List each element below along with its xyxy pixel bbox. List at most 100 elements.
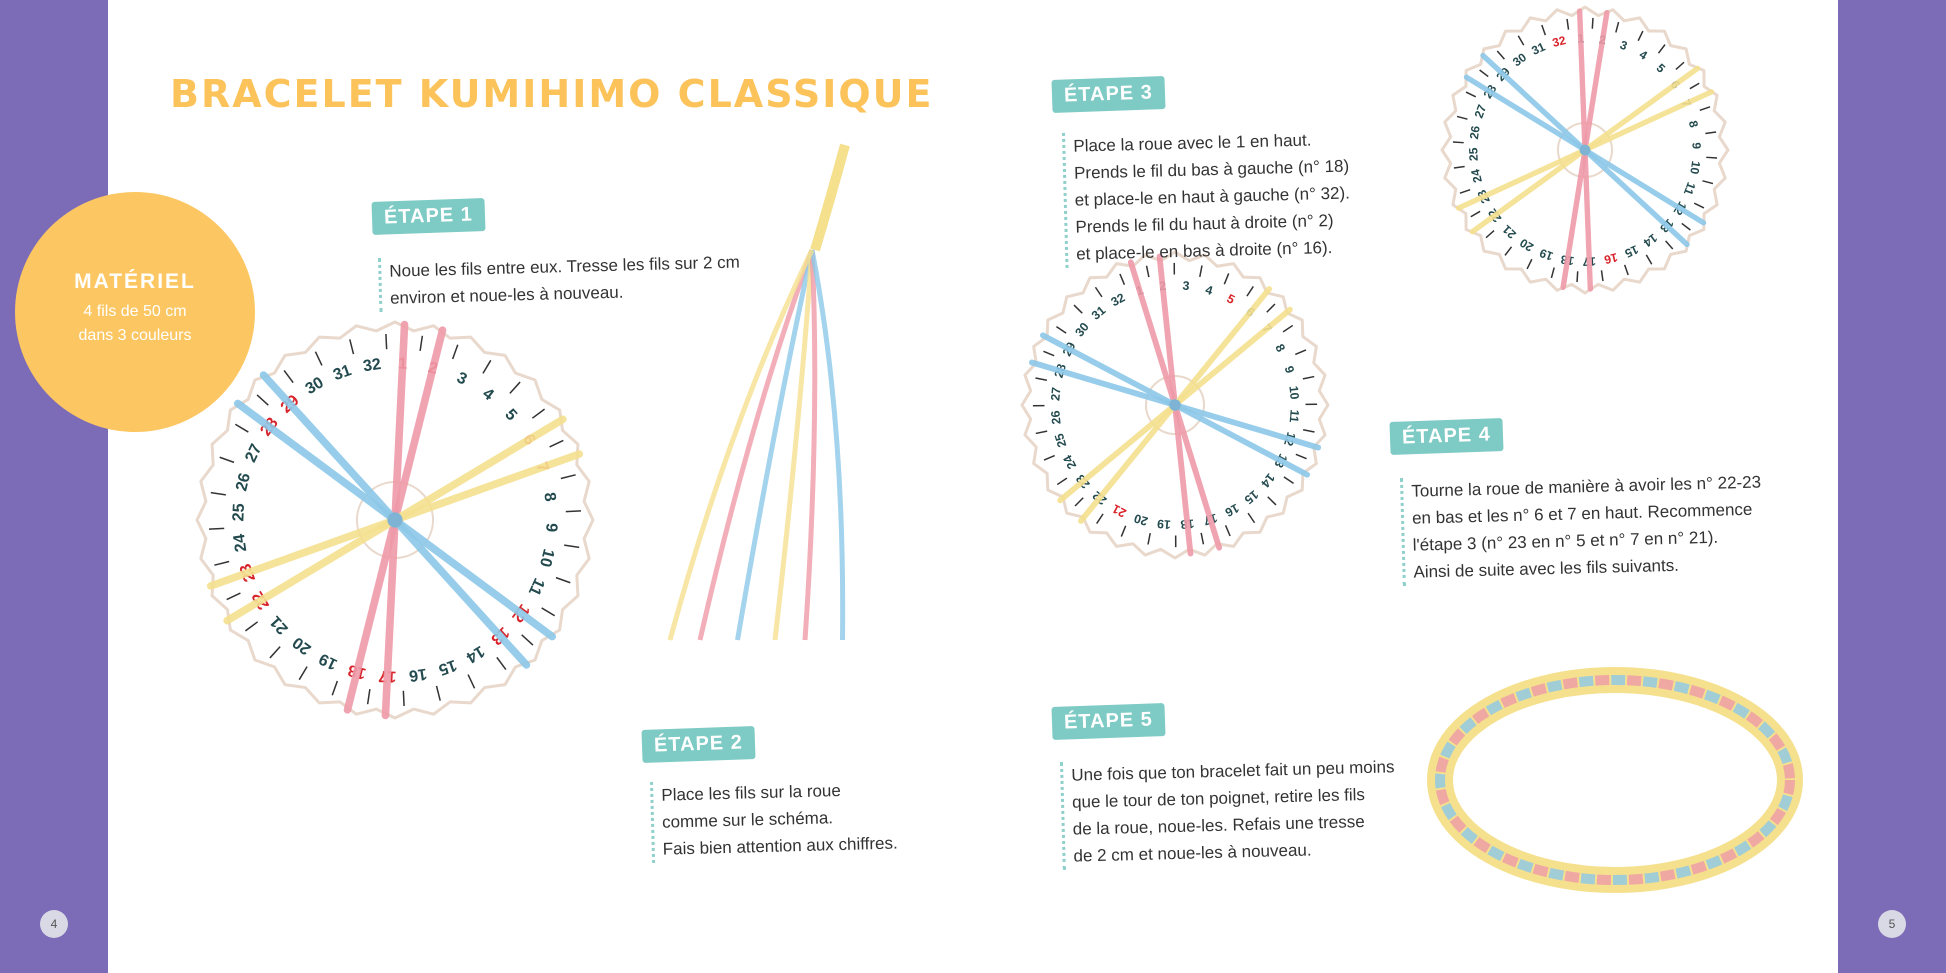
- wheel-tick: [541, 607, 556, 617]
- wheel-tick: [402, 690, 405, 707]
- wheel-tick: [1665, 240, 1674, 250]
- wheel-tick: [1465, 91, 1477, 98]
- wheel-tick: [1302, 375, 1315, 380]
- step-4-text: Tourne la roue de manière à avoir les n°…: [1400, 468, 1764, 586]
- wheel-tick: [244, 621, 259, 632]
- wheel-tick: [1266, 303, 1276, 313]
- wheel-number: 25: [1466, 147, 1481, 161]
- wheel-tick: [1615, 21, 1620, 33]
- wheel-tick: [1295, 349, 1307, 356]
- wheel-tick: [1147, 532, 1151, 545]
- wheel-tick: [1591, 17, 1594, 29]
- wheel-tick: [482, 359, 492, 374]
- wheel-tick: [1706, 156, 1718, 159]
- wheel-number: 26: [1467, 124, 1483, 140]
- wheel-tick: [451, 344, 459, 360]
- wheel-tick: [283, 369, 294, 384]
- wheel-tick: [1199, 265, 1203, 278]
- wheel-number: 19: [1156, 517, 1171, 532]
- wheel-tick: [560, 474, 576, 480]
- step-5-text: Une fois que ton bracelet fait un peu mo…: [1060, 753, 1397, 870]
- page-number-right: 5: [1878, 910, 1906, 938]
- wheel-tick: [1452, 141, 1464, 144]
- wheel-tick: [314, 351, 323, 366]
- step-3-text: Place la roue avec le 1 en haut. Prends …: [1062, 125, 1352, 268]
- wheel-tick: [521, 634, 534, 646]
- wheel-tick: [1096, 513, 1104, 524]
- wheel-number: 8: [1686, 119, 1701, 129]
- bracelet-braid: [1435, 675, 1795, 885]
- wheel-diagram-step-2: 1234567891011121314151617181920212223242…: [195, 320, 595, 720]
- wheel-tick: [1681, 222, 1691, 231]
- wheel-tick: [1456, 115, 1468, 120]
- wheel-tick: [1517, 35, 1525, 46]
- page-number-left: 4: [40, 910, 68, 938]
- braid: [810, 143, 850, 252]
- wheel-tick: [1073, 304, 1083, 314]
- wheel-tick: [1283, 476, 1294, 484]
- wheel-tick: [1267, 496, 1277, 506]
- wheel-tick: [226, 592, 241, 601]
- materiel-heading: MATÉRIEL: [74, 270, 196, 293]
- step-1-text: Noue les fils entre eux. Tresse les fils…: [378, 248, 741, 312]
- left-border: [0, 0, 108, 973]
- step-2-text: Place les fils sur la roue comme sur le …: [650, 775, 899, 863]
- wheel-number: 27: [1048, 386, 1063, 401]
- wheel-number: 15: [436, 656, 459, 679]
- wheel-tick: [1699, 106, 1711, 112]
- wheel-tick: [1504, 246, 1513, 256]
- wheel-tick: [1035, 430, 1048, 435]
- wheel-tick: [1702, 180, 1714, 185]
- right-border: [1838, 0, 1946, 973]
- wheel-number: 10: [1286, 385, 1301, 400]
- wheel-tick: [531, 408, 546, 419]
- wheel-number: 15: [1622, 242, 1640, 260]
- wheel-diagram-step-4: 1234567891011121314151617181920212223242…: [1020, 250, 1330, 560]
- wheel-tick: [435, 685, 441, 701]
- wheel-tick: [208, 527, 225, 530]
- wheel-tick: [509, 381, 521, 394]
- wheel-tick: [1637, 30, 1644, 42]
- wheel-tick: [1094, 286, 1103, 298]
- page-title: BRACELET KUMIHIMO CLASSIQUE: [170, 72, 934, 116]
- wheel-number: 3: [1618, 38, 1629, 54]
- thread: [667, 248, 815, 641]
- wheel-number: 24: [1468, 168, 1485, 185]
- wheel-tick: [549, 439, 564, 448]
- wheel-number: 31: [1529, 39, 1547, 57]
- knot: [1579, 144, 1591, 156]
- step-1-label: ÉTAPE 1: [371, 198, 486, 235]
- step-2-label: ÉTAPE 2: [641, 726, 756, 763]
- step-4-label: ÉTAPE 4: [1389, 418, 1504, 455]
- wheel-number: 19: [316, 650, 340, 674]
- wheel-tick: [1479, 69, 1489, 78]
- thread: [772, 249, 815, 641]
- wheel-tick: [349, 339, 355, 355]
- wheel-tick: [467, 674, 476, 689]
- wheel-diagram-step-3: 1234567891011121314151617181920212223242…: [1440, 5, 1730, 295]
- wheel-tick: [1693, 202, 1705, 209]
- wheel-tick: [1145, 265, 1150, 278]
- wheel-tick: [1576, 271, 1579, 283]
- wheel-tick: [496, 656, 507, 671]
- wheel-tick: [1550, 267, 1555, 279]
- wheel-number: 9: [1282, 364, 1297, 375]
- wheel-number: 10: [536, 547, 558, 569]
- braided-threads-illustration: [667, 143, 850, 641]
- wheel-number: 19: [1537, 246, 1555, 264]
- wheel-tick: [219, 456, 235, 464]
- wheel-tick: [1119, 273, 1126, 285]
- wheel-number: 11: [525, 575, 549, 598]
- wheel-tick: [1247, 512, 1256, 524]
- wheel-tick: [1453, 165, 1465, 169]
- wheel-tick: [565, 510, 582, 513]
- wheel-tick: [564, 544, 580, 549]
- wheel-tick: [1526, 258, 1533, 270]
- wheel-number: 20: [1132, 511, 1149, 528]
- thread: [735, 249, 815, 641]
- wheel-tick: [298, 666, 308, 681]
- wheel-tick: [1223, 273, 1230, 285]
- wheel-tick: [366, 689, 371, 705]
- bracelet-braid: [1435, 675, 1795, 885]
- wheel-number: 27: [242, 441, 266, 465]
